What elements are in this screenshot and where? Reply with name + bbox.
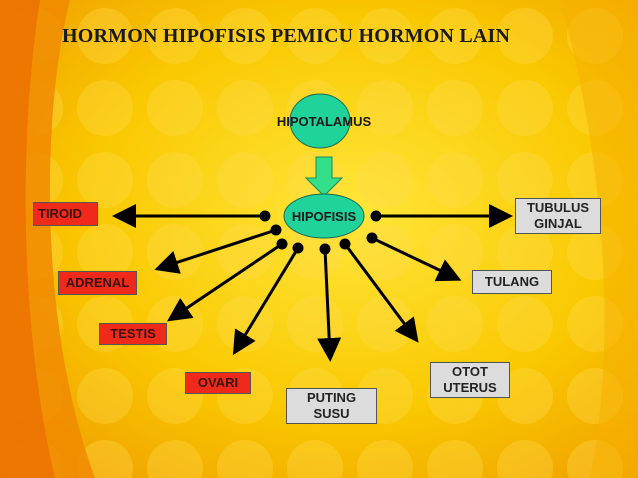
arrow-puting-susu xyxy=(317,248,342,362)
origin-dot xyxy=(292,242,304,254)
origin-dot xyxy=(319,243,331,255)
down-arrow-icon xyxy=(304,156,344,197)
otot-uterus-box: OTOT UTERUS xyxy=(430,362,510,398)
tulang-box: TULANG xyxy=(472,270,552,294)
page-title: HORMON HIPOFISIS PEMICU HORMON LAIN xyxy=(62,25,511,47)
origin-dot xyxy=(339,238,351,250)
arrow-otot-uterus xyxy=(343,243,419,343)
arrow-adrenal xyxy=(154,228,277,274)
puting-susu-box: PUTING SUSU xyxy=(286,388,377,424)
arrow-testis xyxy=(167,242,283,322)
hipofisis-label: HIPOFISIS xyxy=(292,209,357,224)
hipofisis-node xyxy=(283,193,365,239)
origin-dot xyxy=(270,224,282,236)
origin-dot xyxy=(276,238,288,250)
hipotalamus-node xyxy=(289,93,351,149)
arrow-ovari xyxy=(232,247,300,356)
ovari-box: OVARI xyxy=(185,372,251,394)
tiroid-box: TIROID xyxy=(33,202,98,226)
origin-dot xyxy=(366,232,378,244)
adrenal-box: ADRENAL xyxy=(58,271,137,295)
arrow-tulang xyxy=(371,236,462,282)
origin-dot xyxy=(259,210,271,222)
origin-dot xyxy=(370,210,382,222)
hipotalamus-label: HIPOTALAMUS xyxy=(277,114,372,129)
tubulus-ginjal-box: TUBULUS GINJAL xyxy=(515,198,601,234)
testis-box: TESTIS xyxy=(99,323,167,345)
